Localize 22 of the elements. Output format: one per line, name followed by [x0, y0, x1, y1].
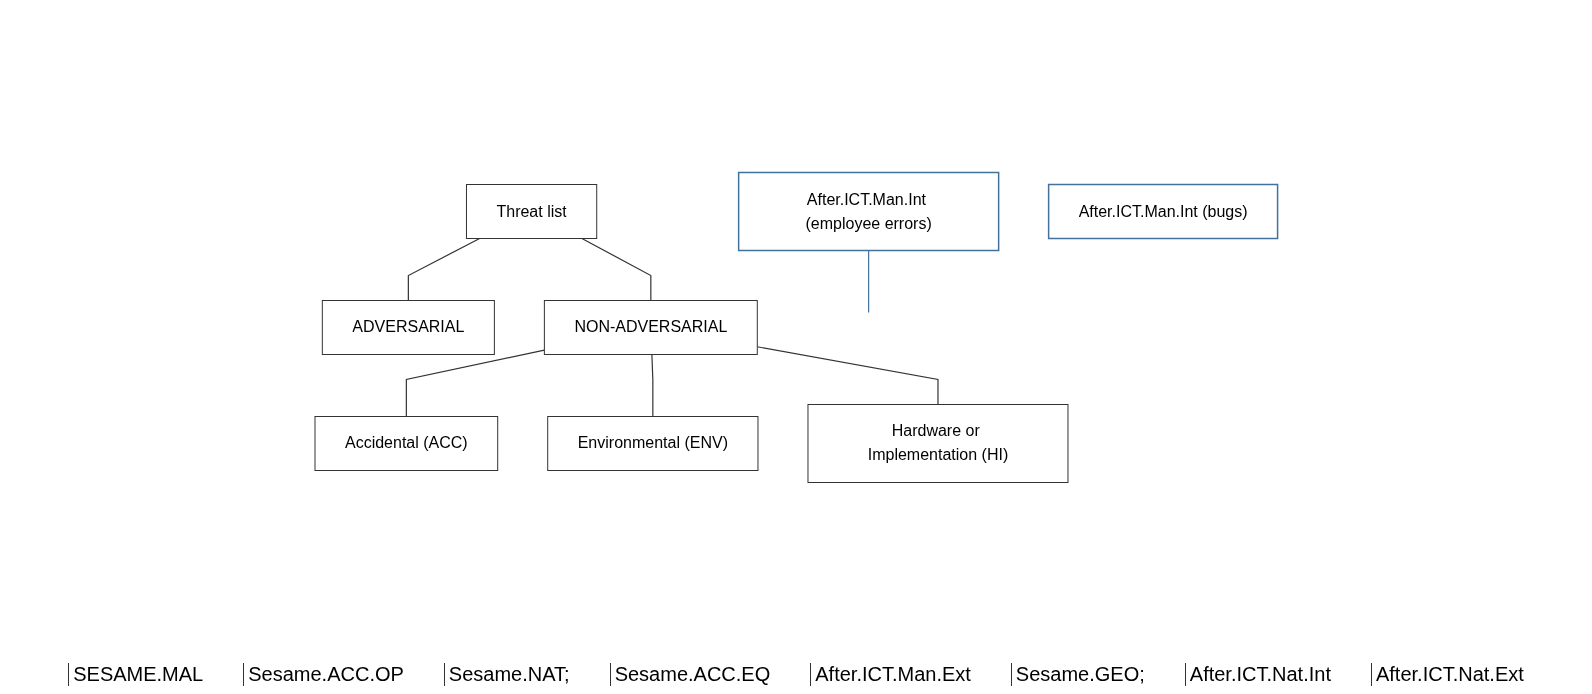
node-box: Hardware or Implementation (HI) [807, 404, 1069, 483]
threat-code: SESAME.MAL [68, 663, 204, 686]
connector [756, 346, 939, 406]
threat-code: Sesame.ACC.OP [243, 663, 404, 686]
node-box: Accidental (ACC) [314, 416, 498, 471]
connector [651, 353, 654, 418]
threat-code: Sesame.NAT; [443, 663, 570, 686]
threat-code: Sesame.GEO; [1010, 663, 1145, 686]
connector [405, 349, 545, 418]
threat-code: Sesame.ACC.EQ [609, 663, 771, 686]
connector [867, 249, 869, 314]
node-box: NON-ADVERSARIAL [543, 300, 758, 355]
threat-code: After.ICT.Nat.Int [1184, 663, 1331, 686]
threat-code: After.ICT.Man.Ext [810, 663, 971, 686]
node-box: Threat list [465, 184, 597, 239]
connector [407, 237, 480, 302]
node-box: After.ICT.Man.Int (employee errors) [737, 171, 1000, 252]
node-box: After.ICT.Man.Int (bugs) [1047, 183, 1279, 240]
threat-code: After.ICT.Nat.Ext [1370, 663, 1524, 686]
node-box: ADVERSARIAL [321, 300, 495, 355]
connector [581, 237, 652, 302]
node-box: Environmental (ENV) [546, 416, 759, 471]
